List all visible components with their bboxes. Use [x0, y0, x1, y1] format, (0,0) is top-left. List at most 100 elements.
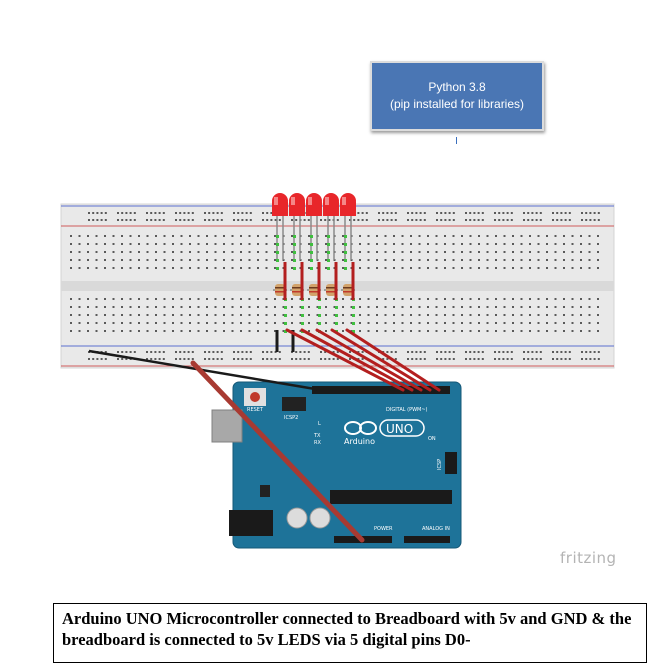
icsp2-label: ICSP2	[284, 415, 298, 421]
wires	[88, 328, 441, 543]
active-hole	[276, 243, 279, 246]
l-label: L	[318, 421, 321, 427]
active-hole	[335, 314, 338, 317]
active-hole	[327, 235, 330, 238]
active-hole	[318, 322, 321, 325]
resistor-band	[292, 291, 302, 293]
active-hole	[352, 322, 355, 325]
icsp2-header	[282, 397, 306, 411]
signal-wire	[285, 328, 405, 392]
on-label: ON	[428, 436, 436, 442]
active-hole	[335, 306, 338, 309]
signal-wire	[345, 328, 441, 392]
resistor-band	[343, 287, 353, 289]
python-connector	[456, 137, 457, 144]
active-hole	[293, 259, 296, 262]
python-subtitle: (pip installed for libraries)	[389, 97, 525, 111]
resistor-band	[292, 287, 302, 289]
regulator	[260, 485, 270, 497]
reset-button-cap	[250, 392, 260, 402]
active-hole	[318, 314, 321, 317]
resistor-band	[343, 291, 353, 293]
tx-label: TX	[313, 433, 321, 439]
led-highlight	[325, 197, 329, 205]
capacitor-1	[286, 507, 308, 529]
resistor-band	[275, 287, 285, 289]
fritzing-logo: fritzing	[560, 549, 617, 567]
analog-label: ANALOG IN	[422, 526, 450, 532]
python-box: Python 3.8 (pip installed for libraries)	[370, 61, 544, 131]
active-hole	[344, 243, 347, 246]
led-highlight	[291, 197, 295, 205]
resistor-band	[309, 291, 319, 293]
active-hole	[352, 330, 355, 333]
rx-label: RX	[314, 440, 321, 446]
active-hole	[310, 259, 313, 262]
active-hole	[327, 267, 330, 270]
arduino-logo: Arduino UNO	[344, 419, 425, 446]
active-hole	[352, 314, 355, 317]
signal-wire	[315, 328, 423, 392]
led-components	[272, 193, 356, 352]
signal-wires	[285, 328, 441, 392]
resistor-band	[326, 291, 336, 293]
signal-wire	[300, 328, 414, 392]
usb-connector	[211, 409, 243, 443]
active-hole	[310, 243, 313, 246]
active-hole	[293, 267, 296, 270]
reset-label: RESET	[247, 407, 264, 413]
active-hole	[327, 251, 330, 254]
atmega-chip	[330, 490, 452, 504]
active-hole	[310, 251, 313, 254]
active-hole	[284, 322, 287, 325]
analog-header	[404, 536, 450, 543]
active-hole	[276, 259, 279, 262]
resistor-band	[326, 287, 336, 289]
active-hole	[301, 322, 304, 325]
active-hole	[327, 243, 330, 246]
active-hole	[344, 267, 347, 270]
led-highlight	[308, 197, 312, 205]
active-hole	[344, 251, 347, 254]
active-hole	[344, 259, 347, 262]
digital-header	[312, 386, 450, 394]
active-hole	[276, 235, 279, 238]
power-label: POWER	[374, 526, 393, 532]
caption-box: Arduino UNO Microcontroller connected to…	[53, 603, 647, 663]
led-highlight	[274, 197, 278, 205]
power-jack	[229, 510, 273, 536]
caption-text: Arduino UNO Microcontroller connected to…	[62, 609, 632, 649]
active-hole	[293, 235, 296, 238]
active-hole	[352, 306, 355, 309]
circuit-diagram: RESET ICSP2 DIGITAL (PWM~) L TX RX Ardui…	[60, 193, 615, 549]
model-text: UNO	[386, 422, 413, 436]
active-hole	[284, 330, 287, 333]
power-wire	[190, 360, 365, 543]
resistor-band	[275, 291, 285, 293]
active-hole	[318, 306, 321, 309]
brand-text: Arduino	[344, 437, 375, 446]
signal-wire	[330, 328, 432, 392]
active-hole	[276, 267, 279, 270]
capacitor-2	[309, 507, 331, 529]
icsp-header	[445, 452, 457, 474]
python-title: Python 3.8	[428, 80, 486, 94]
active-hole	[344, 235, 347, 238]
led-highlight	[342, 197, 346, 205]
active-hole	[276, 251, 279, 254]
active-hole	[293, 251, 296, 254]
active-hole	[310, 267, 313, 270]
icsp-label: ICSP	[437, 459, 443, 470]
active-hole	[335, 322, 338, 325]
digital-label: DIGITAL (PWM~)	[386, 407, 428, 413]
active-hole	[293, 243, 296, 246]
active-hole	[301, 314, 304, 317]
active-hole	[310, 235, 313, 238]
active-hole	[327, 259, 330, 262]
active-hole	[284, 314, 287, 317]
arduino-board: RESET ICSP2 DIGITAL (PWM~) L TX RX Ardui…	[211, 381, 462, 549]
ground-wire	[88, 349, 322, 392]
active-hole	[301, 306, 304, 309]
resistor-band	[309, 287, 319, 289]
active-hole	[284, 306, 287, 309]
